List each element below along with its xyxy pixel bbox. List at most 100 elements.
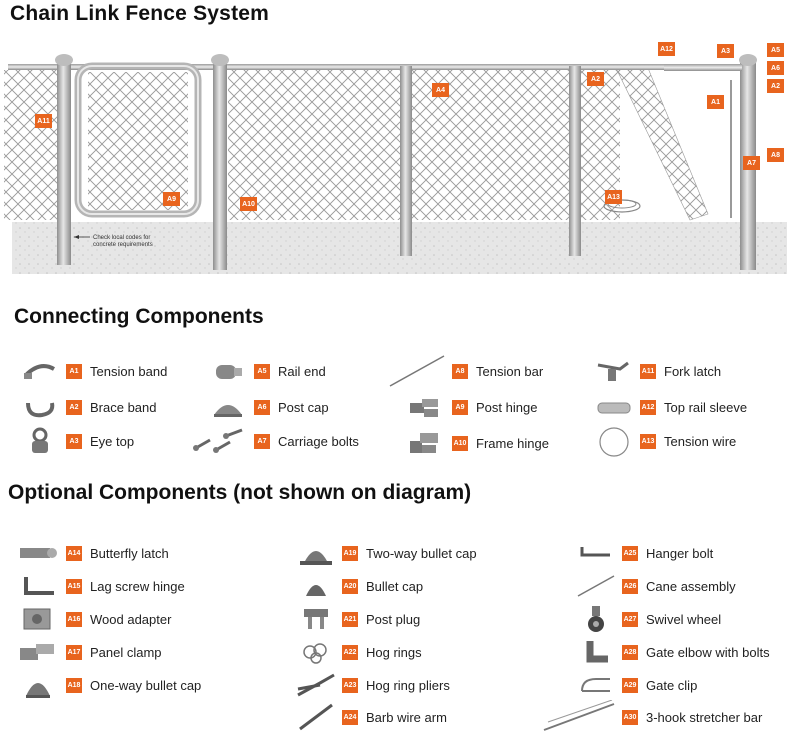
concrete-note: Check local codes for concrete requireme… [93, 235, 153, 249]
two-way-bullet-cap-icon [294, 536, 338, 570]
carriage-bolts-icon [188, 424, 250, 458]
code-badge: A26 [622, 578, 638, 594]
code-badge: A1 [66, 363, 82, 379]
code-badge: A9 [452, 399, 468, 415]
list-item: A11 Fork latch [592, 360, 721, 382]
callout-a10: A10 [240, 197, 257, 211]
panel-clamp-icon [14, 635, 62, 669]
callout-a1: A1 [707, 95, 724, 109]
item-label: Carriage bolts [278, 433, 359, 449]
callout-a9: A9 [163, 192, 180, 206]
list-item: A14 Butterfly latch [14, 542, 169, 564]
callout-a5: A5 [767, 43, 784, 57]
list-item: A5 Rail end [206, 360, 326, 382]
fork-latch-icon [592, 354, 636, 388]
item-label: Eye top [90, 433, 135, 449]
item-label: Brace band [90, 399, 157, 415]
list-item: A17 Panel clamp [14, 641, 162, 663]
item-label: Gate elbow with bolts [646, 644, 770, 660]
callout-a13: A13 [605, 190, 622, 204]
code-badge: A30 [622, 709, 638, 725]
tension-bar-icon [386, 354, 448, 388]
hog-rings-icon [294, 635, 338, 669]
list-item: A12 Top rail sleeve [592, 396, 747, 418]
code-badge: A8 [452, 363, 468, 379]
list-item: A26 Cane assembly [574, 575, 736, 597]
frame-hinge-icon [404, 426, 448, 460]
one-way-bullet-cap-icon [14, 668, 62, 702]
list-item: A25 Hanger bolt [574, 542, 713, 564]
item-label: Hanger bolt [646, 545, 714, 561]
item-label: Barb wire arm [366, 709, 447, 725]
butterfly-latch-icon [14, 536, 62, 570]
code-badge: A18 [66, 677, 82, 693]
tension-wire-icon [592, 424, 636, 458]
list-item: A22 Hog rings [294, 641, 422, 664]
bullet-cap-icon [294, 569, 338, 603]
stretcher-bar-icon [540, 700, 618, 734]
optional-heading: Optional Components (not shown on diagra… [8, 481, 472, 504]
item-label: Post cap [278, 399, 329, 415]
item-label: Frame hinge [476, 435, 549, 451]
callout-a7: A7 [743, 156, 760, 170]
fence-diagram [4, 54, 787, 274]
list-item: A23 Hog ring pliers [294, 673, 450, 697]
rail-end-icon [206, 354, 250, 388]
swivel-wheel-icon [574, 602, 618, 636]
wood-adapter-icon [14, 602, 62, 636]
code-badge: A3 [66, 433, 82, 449]
list-item: A21 Post plug [294, 608, 420, 630]
item-label: Lag screw hinge [90, 578, 185, 594]
item-label: Tension wire [664, 433, 737, 449]
item-label: Gate clip [646, 677, 698, 693]
list-item: A10 Frame hinge [404, 432, 549, 454]
callout-a12: A12 [658, 42, 675, 56]
code-badge: A22 [342, 644, 358, 660]
item-label: Hog rings [366, 644, 422, 660]
page-title: Chain Link Fence System [10, 2, 270, 25]
list-item: A24 Barb wire arm [294, 703, 447, 731]
list-item: A13 Tension wire [592, 427, 737, 457]
list-item: A29 Gate clip [574, 674, 697, 696]
item-label: Bullet cap [366, 578, 424, 594]
list-item: A20 Bullet cap [294, 575, 423, 597]
gate-clip-icon [574, 668, 618, 702]
code-badge: A15 [66, 578, 82, 594]
hanger-bolt-icon [574, 536, 618, 570]
item-label: One-way bullet cap [90, 677, 202, 693]
note-line-1: Check local codes for [93, 235, 151, 241]
item-label: Fork latch [664, 363, 722, 379]
item-label: Tension bar [476, 363, 544, 379]
code-badge: A14 [66, 545, 82, 561]
list-item: A16 Wood adapter [14, 608, 171, 630]
list-item: A19 Two-way bullet cap [294, 542, 477, 565]
code-badge: A2 [66, 399, 82, 415]
code-badge: A5 [254, 363, 270, 379]
code-badge: A21 [342, 611, 358, 627]
list-item: A27 Swivel wheel [574, 606, 722, 632]
list-item: A7 Carriage bolts [188, 428, 359, 453]
code-badge: A29 [622, 677, 638, 693]
item-label: Post plug [366, 611, 421, 627]
code-badge: A6 [254, 399, 270, 415]
code-badge: A7 [254, 433, 270, 449]
item-label: Rail end [278, 363, 326, 379]
gate-elbow-icon [574, 635, 618, 669]
list-item: A28 Gate elbow with bolts [574, 641, 770, 663]
item-label: Top rail sleeve [664, 399, 748, 415]
item-label: Cane assembly [646, 578, 736, 594]
item-label: Swivel wheel [646, 611, 722, 627]
barb-wire-arm-icon [294, 700, 338, 734]
post-cap-icon [206, 390, 250, 424]
post-hinge-icon [404, 390, 448, 424]
code-badge: A13 [640, 433, 656, 449]
item-label: Butterfly latch [90, 545, 169, 561]
post-plug-icon [294, 602, 338, 636]
brace-band-icon [18, 390, 62, 424]
cane-assembly-icon [574, 569, 618, 603]
code-badge: A19 [342, 545, 358, 561]
connecting-heading: Connecting Components [14, 305, 264, 328]
callout-a3: A3 [717, 44, 734, 58]
note-line-2: concrete requirements [93, 242, 153, 248]
list-item: A2 Brace band [18, 396, 157, 418]
